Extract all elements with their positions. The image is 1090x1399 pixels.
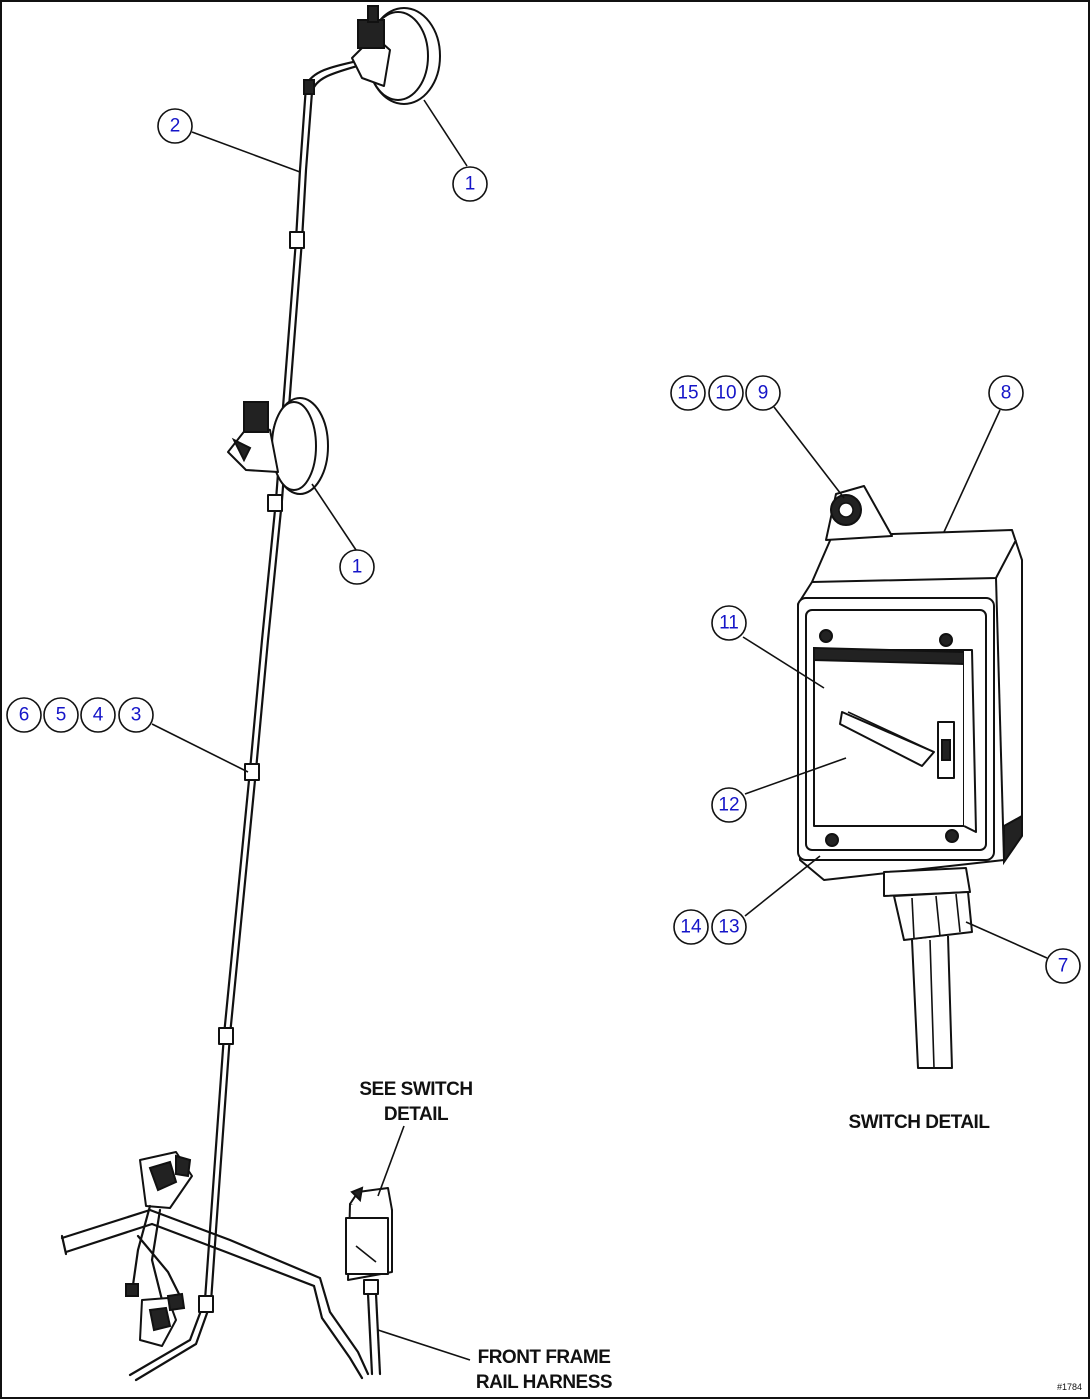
switch-small-view <box>345 1186 393 1376</box>
balloon-connector: 7 <box>1045 948 1081 984</box>
switch-detail-drawing <box>797 485 1023 1069</box>
horn-upper <box>351 5 441 105</box>
leader-lines <box>151 99 1048 1361</box>
see-switch-detail-label: SEE SWITCH <box>359 1079 472 1100</box>
balloon-cover: 11 <box>711 605 747 641</box>
svg-text:13: 13 <box>718 917 739 938</box>
svg-text:10: 10 <box>715 383 736 404</box>
balloon-group-mount: 15 10 9 <box>670 375 781 411</box>
svg-text:3: 3 <box>131 705 142 726</box>
cover-screw <box>819 629 833 643</box>
balloon-harness: 2 <box>157 108 193 144</box>
svg-text:11: 11 <box>719 613 739 634</box>
balloon-horn-lower: 1 <box>339 549 375 585</box>
svg-text:7: 7 <box>1058 956 1069 977</box>
svg-text:1: 1 <box>352 557 363 578</box>
cable-connector <box>893 891 973 941</box>
horn-harness-wire <box>128 58 366 1382</box>
svg-text:12: 12 <box>718 795 739 816</box>
harness-clip-top <box>303 79 315 95</box>
svg-text:14: 14 <box>680 917 702 938</box>
switch-detail-title: SWITCH DETAIL <box>849 1112 991 1133</box>
front-frame-harness-label: FRONT FRAME <box>478 1347 611 1368</box>
svg-text:1: 1 <box>465 174 476 195</box>
front-frame-rail-harness <box>60 1151 370 1380</box>
balloon-group-screws: 14 13 <box>673 909 747 945</box>
svg-text:8: 8 <box>1001 383 1012 404</box>
figure-id: #1784 <box>1057 1382 1082 1392</box>
cover-screw <box>945 829 959 843</box>
svg-text:9: 9 <box>758 383 769 404</box>
harness-clip <box>267 494 283 512</box>
balloon-horn-upper: 1 <box>452 166 488 202</box>
harness-clip <box>218 1027 234 1045</box>
harness-clip <box>198 1295 214 1313</box>
cover-screw <box>939 633 953 647</box>
balloon-switch-box: 8 <box>988 375 1024 411</box>
switch-lever <box>839 711 935 767</box>
svg-text:2: 2 <box>170 116 181 137</box>
svg-text:6: 6 <box>19 705 30 726</box>
horn-lower <box>227 397 329 495</box>
balloon-group-clips: 6 5 4 3 <box>6 697 154 733</box>
svg-text:5: 5 <box>56 705 67 726</box>
harness-clip <box>289 231 305 249</box>
svg-text:4: 4 <box>93 705 104 726</box>
harness-clip <box>244 763 260 781</box>
see-switch-detail-label: DETAIL <box>384 1104 449 1125</box>
front-frame-harness-label: RAIL HARNESS <box>476 1372 612 1393</box>
svg-text:15: 15 <box>677 383 698 404</box>
cover-screw <box>825 833 839 847</box>
balloon-lever: 12 <box>711 787 747 823</box>
